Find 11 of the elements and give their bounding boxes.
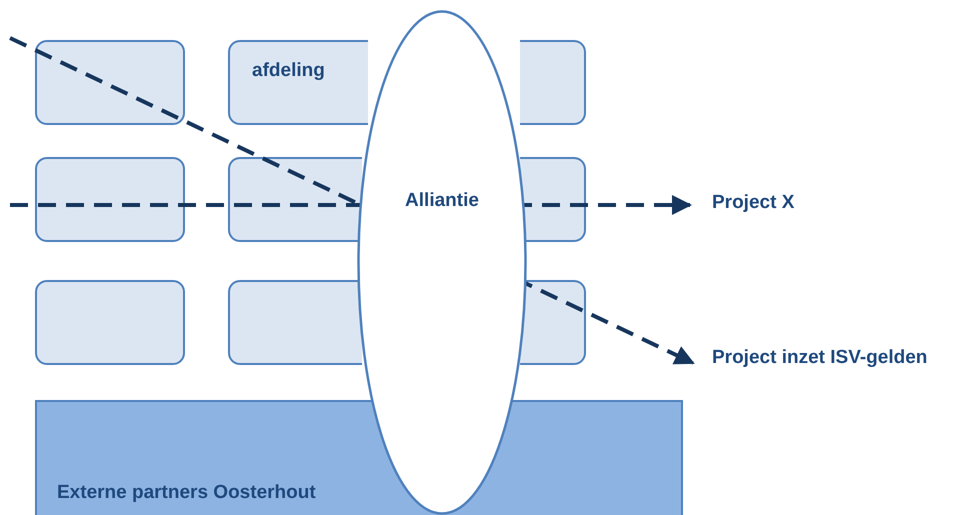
department-label: afdeling <box>252 60 325 82</box>
department-box <box>35 40 185 125</box>
alliance-label: Alliantie <box>404 190 480 212</box>
department-box <box>35 280 185 365</box>
project-label: Project inzet ISV-gelden <box>712 347 974 373</box>
department-box <box>228 280 362 365</box>
department-box <box>228 157 362 242</box>
partners-label: Externe partners Oosterhout <box>57 482 316 504</box>
department-box <box>228 40 368 125</box>
department-box <box>35 157 185 242</box>
project-label: Project X <box>712 192 822 218</box>
